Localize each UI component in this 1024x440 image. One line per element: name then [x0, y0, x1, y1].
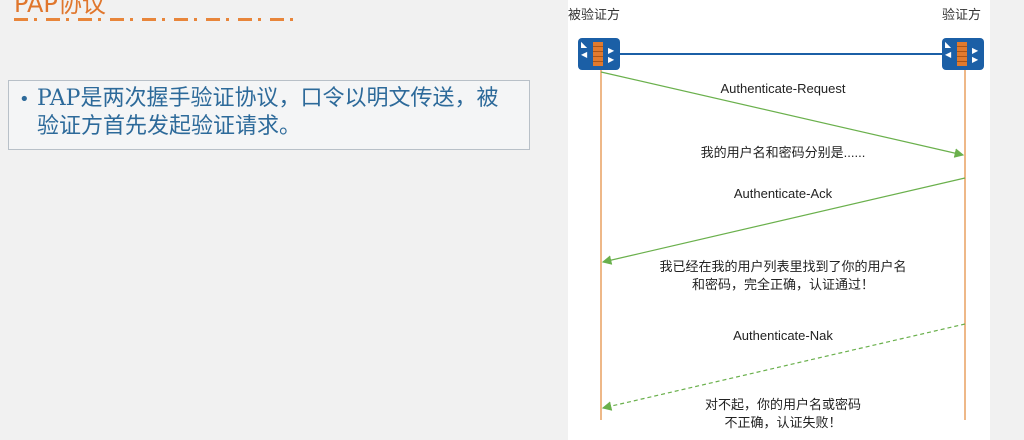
bullet-box: • PAP是两次握手验证协议，口令以明文传送，被验证方首先发起验证请求。 [8, 80, 530, 150]
ack-arrow [601, 177, 966, 265]
bullet-text: PAP是两次握手验证协议，口令以明文传送，被验证方首先发起验证请求。 [37, 86, 499, 139]
right-firewall-icon: ◣◀▶▶ [942, 38, 984, 70]
pap-diagram: 被验证方 验证方 ◣◀▶▶ ◣◀▶▶ Authenticate-Request … [568, 0, 990, 440]
title-divider [14, 18, 294, 21]
request-label: Authenticate-Request [720, 81, 846, 96]
nak-note-line2: 不正确，认证失败！ [724, 415, 842, 430]
bullet-dot: • [19, 89, 30, 110]
request-note: 我的用户名和密码分别是...... [700, 145, 866, 160]
left-party-label: 被验证方 [568, 8, 621, 23]
left-firewall-icon: ◣◀▶▶ [578, 38, 620, 70]
ack-note-line2: 和密码，完全正确，认证通过！ [691, 277, 874, 292]
ack-label: Authenticate-Ack [733, 186, 833, 201]
right-party-label: 验证方 [942, 8, 982, 23]
nak-arrow [601, 323, 966, 411]
slide-title: PAP协议 [14, 0, 106, 18]
nak-note-line1: 对不起，你的用户名或密码 [704, 397, 861, 412]
ack-note-line1: 我已经在我的用户列表里找到了你的用户名 [659, 259, 907, 274]
request-arrow [600, 71, 965, 158]
diagram-lines [600, 53, 966, 420]
nak-label: Authenticate-Nak [733, 328, 833, 343]
